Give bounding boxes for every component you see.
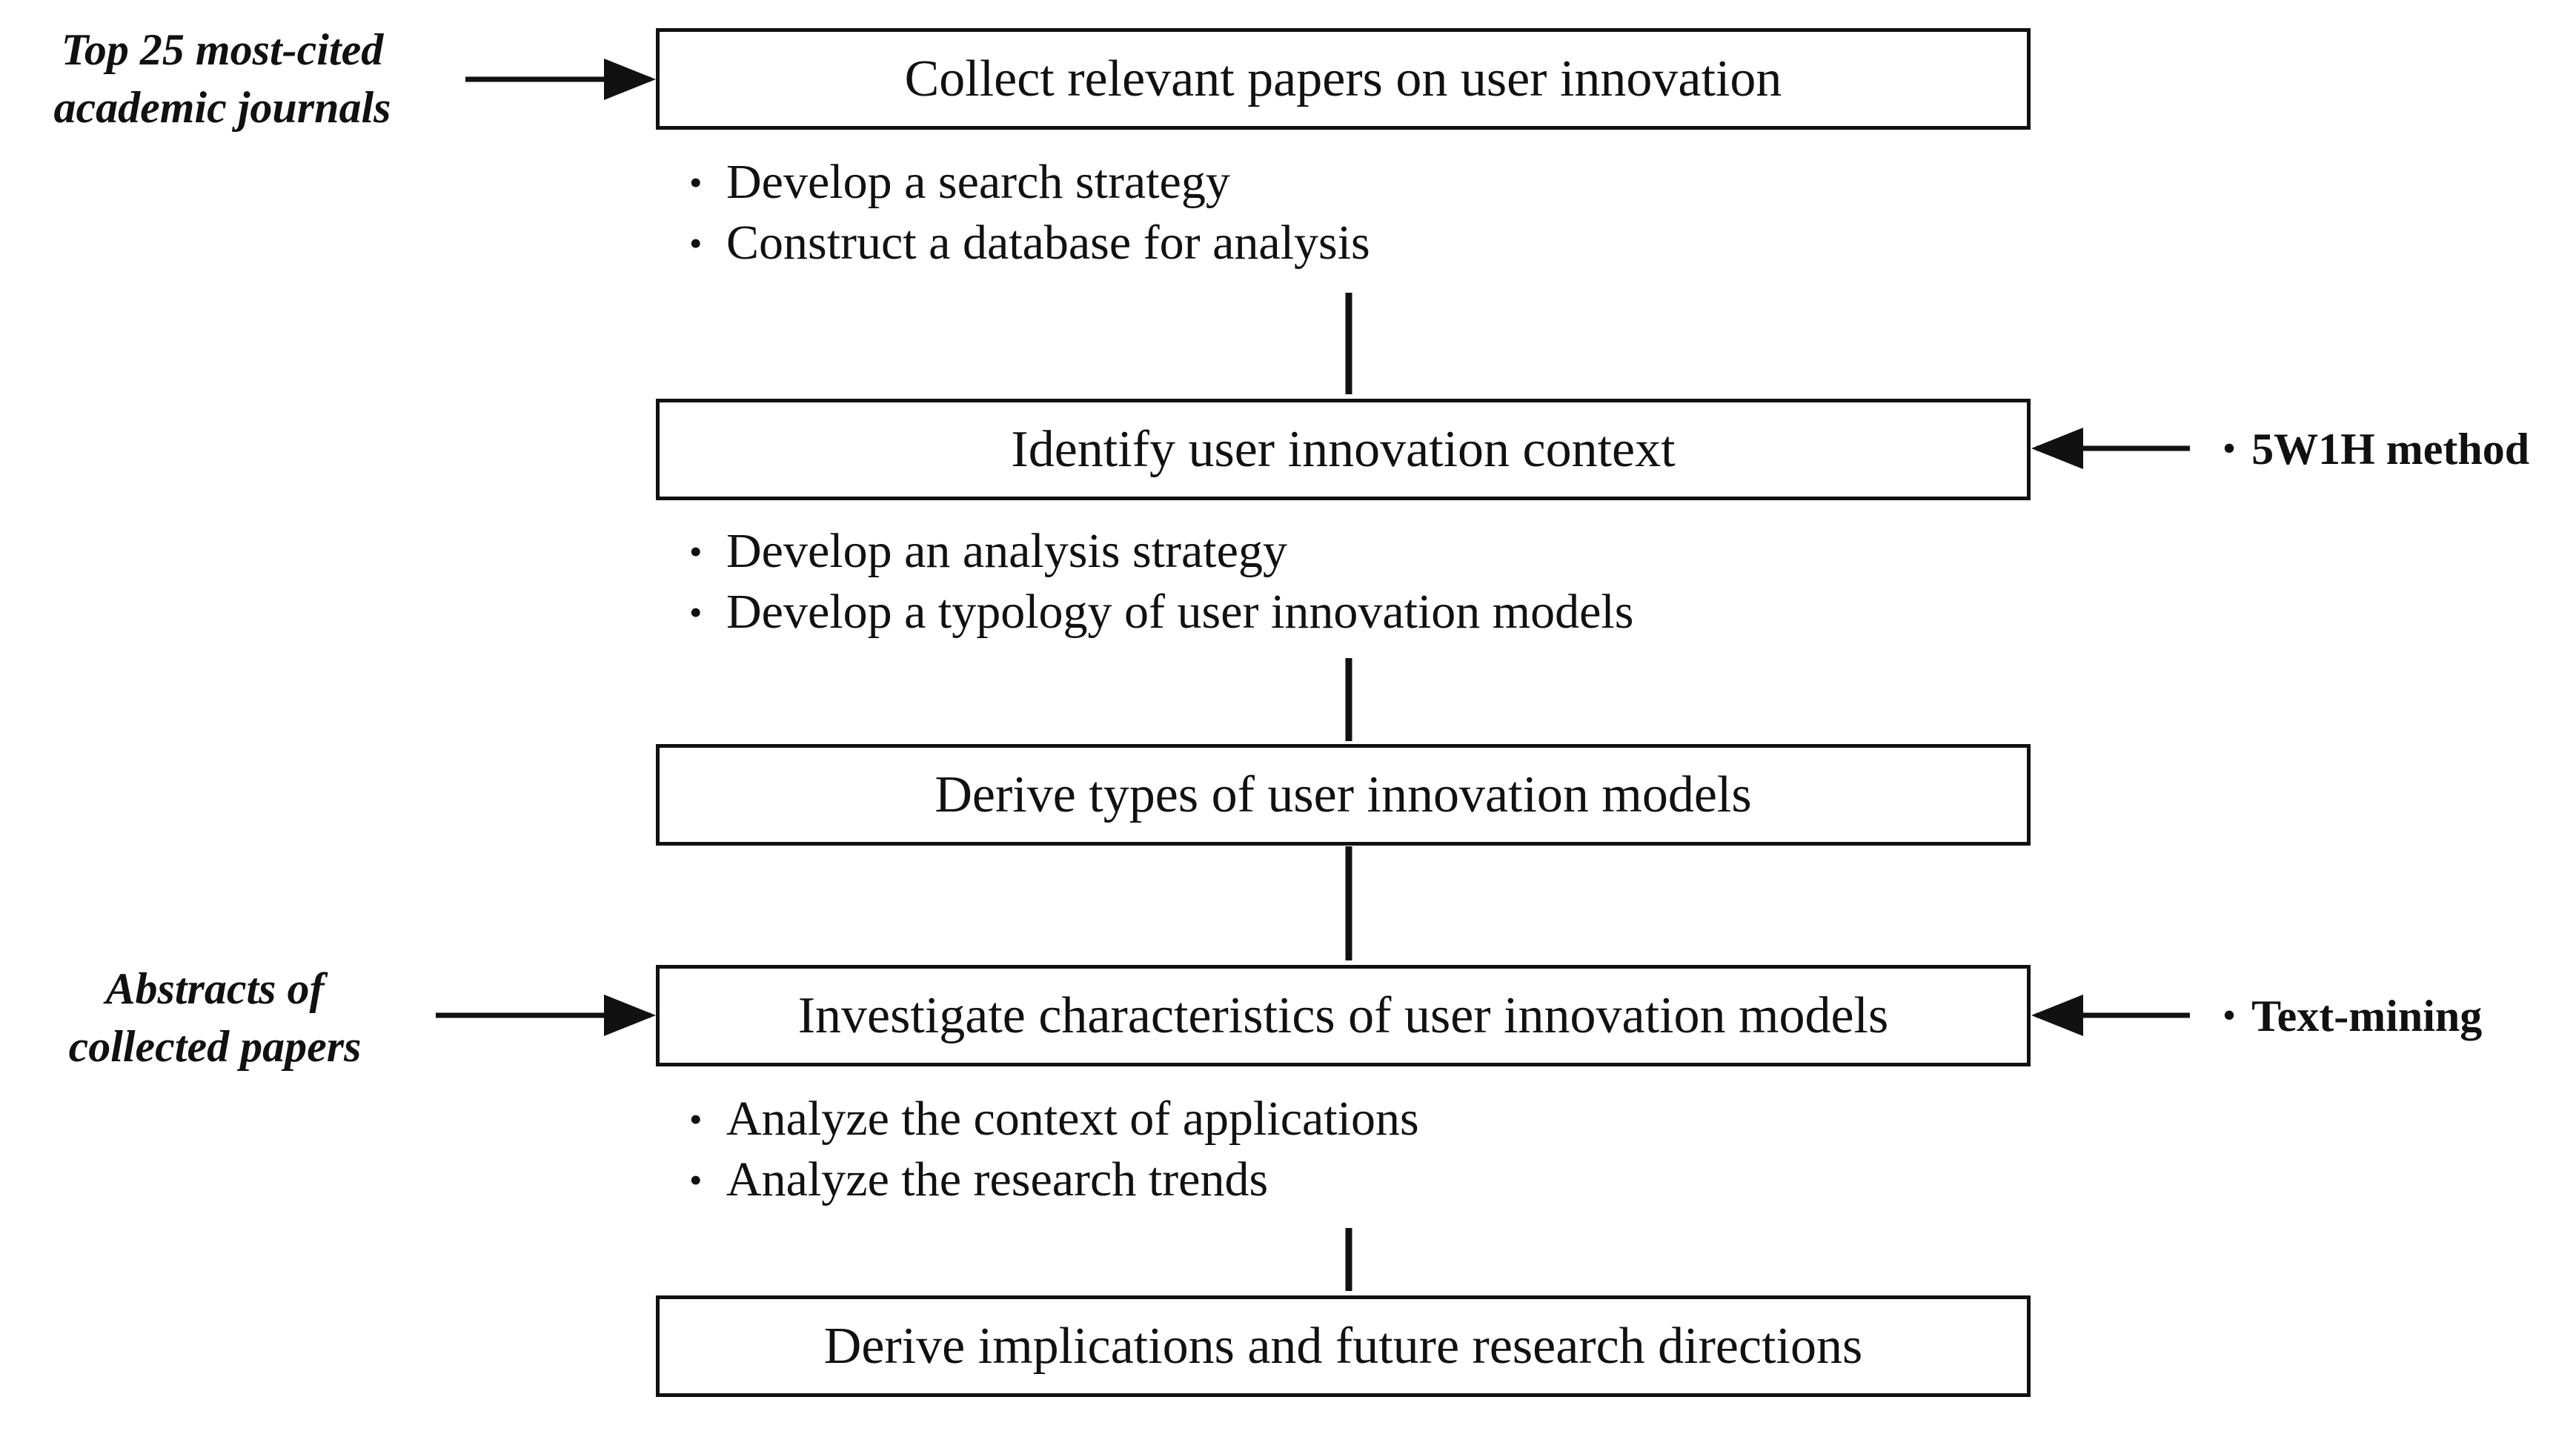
step-box-investigate-characteristics: Investigate characteristics of user inno… bbox=[656, 965, 2031, 1066]
step-box-collect-papers: Collect relevant papers on user innovati… bbox=[656, 28, 2031, 130]
step-title: Investigate characteristics of user inno… bbox=[797, 986, 1889, 1044]
input-label-line: collected papers bbox=[68, 1022, 362, 1071]
step-bullets-identify: Develop an analysis strategy Develop a t… bbox=[689, 521, 1633, 643]
step-bullets-collect: Develop a search strategy Construct a da… bbox=[689, 152, 1370, 273]
method-label-text: 5W1H method bbox=[2251, 425, 2530, 474]
step-box-derive-types: Derive types of user innovation models bbox=[656, 744, 2031, 846]
bullet-item: Develop a typology of user innovation mo… bbox=[689, 582, 1633, 643]
step-box-derive-implications: Derive implications and future research … bbox=[656, 1295, 2031, 1397]
bullet-item: Develop a search strategy bbox=[689, 152, 1370, 213]
bullet-item: Analyze the research trends bbox=[689, 1149, 1419, 1210]
step-title: Derive types of user innovation models bbox=[935, 766, 1752, 823]
step-bullets-investigate: Analyze the context of applications Anal… bbox=[689, 1089, 1419, 1210]
step-box-identify-context: Identify user innovation context bbox=[656, 399, 2031, 500]
input-label-line: academic journals bbox=[53, 83, 391, 132]
method-label-5w1h: • 5W1H method bbox=[2223, 419, 2529, 478]
bullet-dot-icon: • bbox=[2223, 429, 2236, 467]
input-label-line: Abstracts of bbox=[105, 964, 325, 1013]
bullet-item: Develop an analysis strategy bbox=[689, 521, 1633, 582]
bullet-item: Construct a database for analysis bbox=[689, 213, 1370, 273]
input-label-abstracts: Abstracts of collected papers bbox=[22, 960, 408, 1075]
method-label-text-mining: • Text-mining bbox=[2223, 986, 2482, 1045]
step-title: Collect relevant papers on user innovati… bbox=[904, 50, 1782, 107]
bullet-item: Analyze the context of applications bbox=[689, 1089, 1419, 1149]
method-label-text: Text-mining bbox=[2251, 992, 2483, 1041]
bullet-dot-icon: • bbox=[2223, 996, 2236, 1034]
step-title: Derive implications and future research … bbox=[823, 1317, 1863, 1375]
step-title: Identify user innovation context bbox=[1011, 420, 1676, 478]
input-label-line: Top 25 most-cited bbox=[61, 25, 384, 74]
input-label-journals: Top 25 most-cited academic journals bbox=[22, 21, 422, 136]
